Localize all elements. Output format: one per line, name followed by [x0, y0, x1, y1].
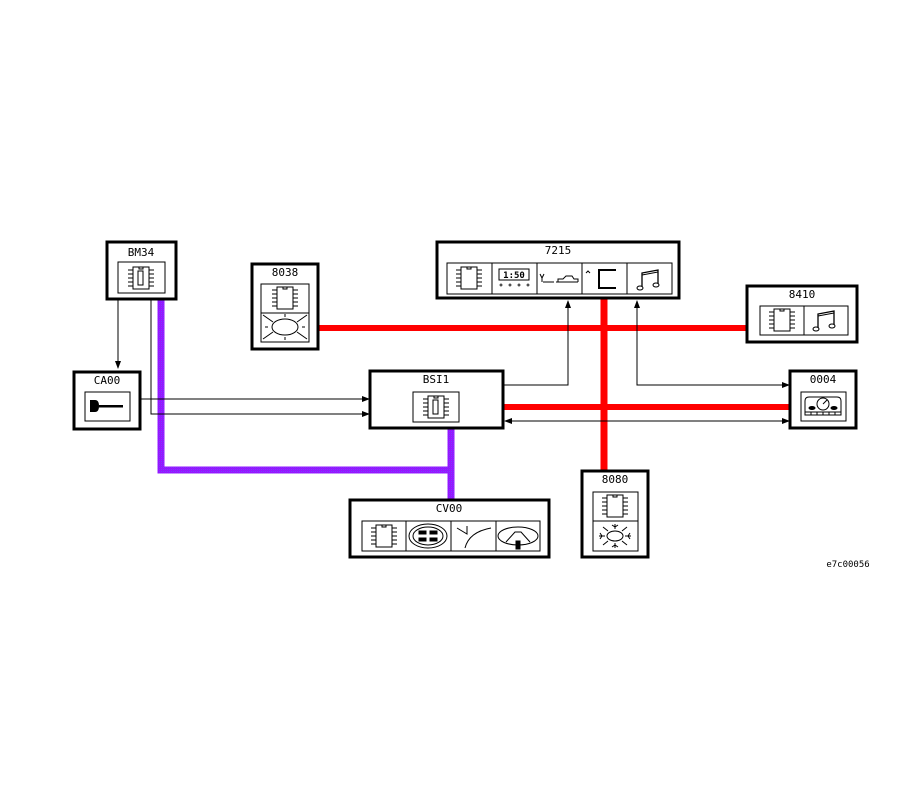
- bracket-icon: [585, 269, 616, 289]
- van-bus: [157, 300, 455, 500]
- clock-display-icon: 1:50: [498, 268, 530, 287]
- module-bsi1[interactable]: BSI1: [368, 369, 505, 430]
- climate-snowflake-icon: [599, 524, 631, 548]
- ecu-chip-icon: [768, 308, 796, 332]
- ecu-chip-icon: [370, 524, 398, 548]
- module-label: 8080: [602, 473, 629, 486]
- instrument-panel-icon: [804, 396, 842, 416]
- svg-text:1:50: 1:50: [503, 271, 525, 281]
- reference-code: e7c00056: [826, 560, 869, 570]
- module-label: CV00: [436, 502, 463, 515]
- module-8080[interactable]: 8080: [580, 469, 650, 559]
- wires: [115, 300, 790, 424]
- ecu-chip-icon: [271, 286, 299, 310]
- light-sun-icon: [262, 314, 308, 340]
- module-label: 0004: [810, 373, 837, 386]
- module-label: 8038: [272, 266, 299, 279]
- steering-wheel-icon: [497, 526, 539, 550]
- module-0004[interactable]: 0004: [788, 369, 858, 430]
- module-8410[interactable]: 8410: [745, 284, 859, 344]
- ecu-chip-icon: [601, 494, 629, 518]
- ecu-chip-icon: [127, 266, 155, 290]
- wire-bsi1-7215: [504, 300, 571, 386]
- ecu-chip-icon: [455, 266, 483, 290]
- can-bus: [318, 298, 790, 470]
- module-label: CA00: [94, 374, 121, 387]
- module-8038[interactable]: 8038: [250, 262, 320, 351]
- module-7215[interactable]: 7215 1:50: [435, 240, 681, 300]
- connector-icon: [408, 523, 448, 549]
- module-bm34[interactable]: BM34: [105, 240, 178, 301]
- module-label: 7215: [545, 244, 572, 257]
- module-label: BM34: [128, 246, 155, 259]
- stalk-icon: [456, 526, 492, 549]
- antenna-car-icon: [539, 273, 579, 283]
- ignition-key-icon: [90, 400, 123, 412]
- module-cv00[interactable]: CV00: [348, 498, 551, 559]
- wire-bm34-bsi1: [150, 300, 370, 417]
- ecu-chip-icon: [422, 395, 450, 419]
- module-ca00[interactable]: CA00: [72, 370, 142, 431]
- module-label: BSI1: [423, 373, 450, 386]
- module-label: 8410: [789, 288, 816, 301]
